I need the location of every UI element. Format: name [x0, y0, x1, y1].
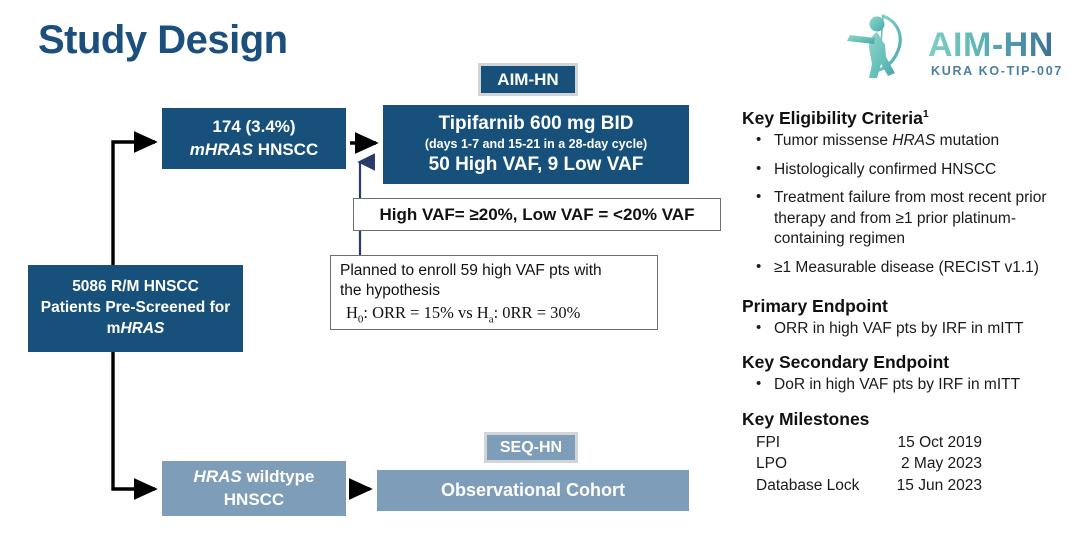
prescreen-line-2: Patients Pre-Screened for	[40, 299, 231, 317]
table-row: Database Lock 15 Jun 2023	[756, 475, 1076, 496]
milestone-label: FPI	[756, 433, 781, 451]
milestone-date: 15 Jun 2023	[896, 476, 982, 494]
treatment-regimen: Tipifarnib 600 mg BID	[438, 113, 634, 135]
list-item: Histologically confirmed HNSCC	[742, 159, 1076, 181]
box-treatment-arm: Tipifarnib 600 mg BID (days 1-7 and 15-2…	[383, 105, 689, 184]
heading-key-eligibility: Key Eligibility Criteria1	[742, 108, 929, 128]
milestone-label: Database Lock	[756, 476, 860, 494]
right-info-panel: Key Eligibility Criteria1 Tumor missense…	[742, 108, 1076, 496]
box-hras-wildtype: HRAS wildtype HNSCC	[162, 461, 346, 516]
box-prescreened-patients: 5086 R/M HNSCC Patients Pre-Screened for…	[28, 265, 243, 352]
box-observational-cohort: Observational Cohort	[377, 470, 689, 511]
heading-primary-endpoint: Primary Endpoint	[742, 295, 888, 316]
list-secondary-endpoint: DoR in high VAF pts by IRF in mITT	[742, 374, 1076, 396]
wildtype-line-1: HRAS wildtype	[193, 467, 315, 487]
box-statistical-hypothesis: Planned to enroll 59 high VAF pts with t…	[330, 255, 658, 330]
list-item: DoR in high VAF pts by IRF in mITT	[742, 374, 1076, 396]
hypothesis-line-2: the hypothesis	[340, 281, 440, 299]
table-row: FPI 15 Oct 2019	[756, 432, 1076, 453]
heading-secondary-endpoint: Key Secondary Endpoint	[742, 352, 950, 373]
aim-hn-logo: AIM-HN KURA KO-TIP-007	[836, 6, 1076, 86]
logo-subtitle: KURA KO-TIP-007	[931, 64, 1063, 78]
milestone-label: LPO	[756, 455, 788, 473]
prescreen-line-1: 5086 R/M HNSCC	[72, 278, 199, 296]
milestone-date: 2 May 2023	[901, 455, 982, 473]
table-row: LPO 2 May 2023	[756, 453, 1076, 474]
hypothesis-formula: H0: ORR = 15% vs Ha: 0RR = 30%	[346, 302, 581, 325]
list-item: Tumor missense HRAS mutation	[742, 130, 1076, 152]
list-item: ≥1 Measurable disease (RECIST v1.1)	[742, 257, 1076, 279]
archer-icon	[847, 14, 902, 78]
list-eligibility-criteria: Tumor missense HRAS mutation Histologica…	[742, 130, 1076, 279]
treatment-schedule: (days 1-7 and 15-21 in a 28-day cycle)	[424, 137, 648, 152]
wildtype-line-2: HNSCC	[223, 489, 285, 509]
list-item: ORR in high VAF pts by IRF in mITT	[742, 318, 1076, 340]
logo-wordmark: AIM-HN	[928, 26, 1054, 64]
treatment-enrollment: 50 High VAF, 9 Low VAF	[428, 153, 644, 175]
list-item: Treatment failure from most recent prior…	[742, 187, 1076, 250]
hypothesis-line-1: Planned to enroll 59 high VAF pts with	[340, 262, 602, 279]
list-primary-endpoint: ORR in high VAF pts by IRF in mITT	[742, 318, 1076, 340]
prescreen-line-3: mHRAS	[106, 319, 165, 337]
box-mhras-hnscc: 174 (3.4%) mHRAS HNSCC	[162, 108, 346, 169]
table-key-milestones: FPI 15 Oct 2019 LPO 2 May 2023 Database …	[742, 432, 1076, 496]
milestone-date: 15 Oct 2019	[897, 433, 982, 451]
mhras-line-1: 174 (3.4%)	[212, 117, 296, 137]
heading-key-milestones: Key Milestones	[742, 408, 870, 429]
box-vaf-definition: High VAF= ≥20%, Low VAF = <20% VAF	[353, 198, 721, 231]
badge-seq-hn: SEQ-HN	[484, 432, 578, 463]
badge-aim-hn: AIM-HN	[478, 63, 578, 96]
mhras-line-2: mHRAS HNSCC	[189, 139, 319, 159]
page-title: Study Design	[38, 18, 288, 62]
